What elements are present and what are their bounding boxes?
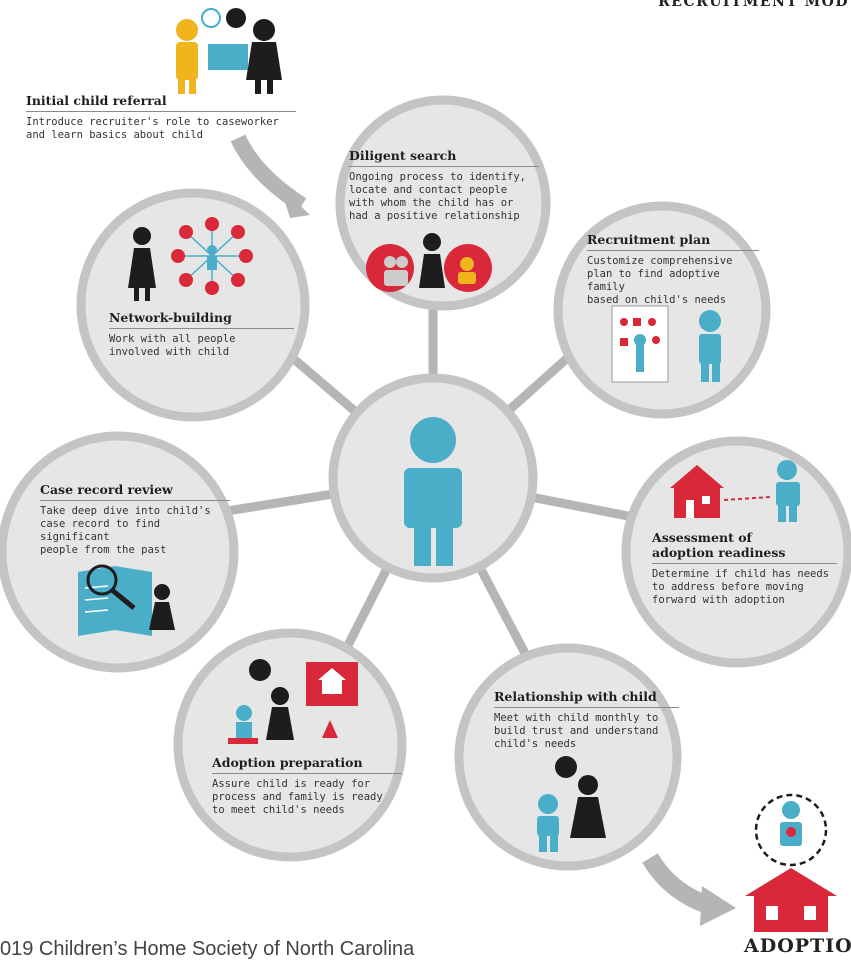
diligent-desc-line-4: had a positive relationship: [349, 210, 520, 222]
referral-figures-icon: [176, 8, 282, 94]
recruitment-plan-block: Recruitment plan Customize comprehensive…: [587, 232, 759, 307]
recruit-desc-line-1: Customize comprehensive: [587, 255, 733, 267]
relation-desc-line-3: child's needs: [494, 738, 577, 750]
circle-network-building: [76, 188, 310, 422]
assessment-house-icon: [670, 460, 800, 522]
adoption-icon: [745, 793, 837, 932]
assessment-title: Assessment of adoption readiness: [652, 530, 837, 564]
case-desc-line-1: Take deep dive into child's: [40, 505, 211, 517]
adoption-preparation-icon: [228, 659, 358, 744]
adoption-arrow: [642, 853, 712, 914]
prep-desc-line-1: Assure child is ready for: [212, 778, 371, 790]
diligent-search-block: Diligent search Ongoing process to ident…: [349, 148, 539, 223]
referral-desc-line-1: Introduce recruiter's role to caseworker: [26, 116, 279, 128]
center-child-icon: [404, 417, 462, 566]
assessment-title-line-1: Assessment of: [652, 530, 752, 545]
case-desc-line-2: case record to find significant: [40, 518, 161, 543]
case-desc-line-3: people from the past: [40, 544, 167, 556]
relationship-icon: [537, 756, 606, 852]
recruitment-plan-title: Recruitment plan: [587, 232, 759, 251]
relationship-title: Relationship with child: [494, 689, 679, 708]
diligent-desc-line-2: locate and contact people: [349, 184, 508, 196]
recruitment-plan-icon: [611, 305, 721, 383]
case-record-block: Case record review Take deep dive into c…: [40, 482, 230, 557]
prep-desc-line-3: to meet child's needs: [212, 804, 345, 816]
assess-desc-line-1: Determine if child has needs: [652, 568, 830, 580]
assess-desc-line-2: to address before moving: [652, 581, 804, 593]
case-record-icon: [78, 564, 175, 636]
recruit-desc-line-3: based on child's needs: [587, 294, 727, 306]
adoption-preparation-block: Adoption preparation Assure child is rea…: [212, 755, 402, 817]
assessment-title-line-2: adoption readiness: [652, 545, 786, 560]
assess-desc-line-3: forward with adoption: [652, 594, 785, 606]
diligent-search-icon: [366, 233, 492, 292]
diligent-search-title: Diligent search: [349, 148, 539, 167]
circle-case-record-review: [0, 431, 239, 673]
network-building-title: Network-building: [109, 310, 294, 329]
prep-desc-line-2: process and family is ready: [212, 791, 383, 803]
referral-title: Initial child referral: [26, 93, 296, 112]
relation-desc-line-2: build trust and understand: [494, 725, 659, 737]
diligent-desc-line-3: with whom the child has or: [349, 197, 514, 209]
referral-arrow: [230, 134, 307, 212]
case-record-title: Case record review: [40, 482, 230, 501]
circle-adoption-preparation: [173, 628, 407, 862]
network-desc-line-1: Work with all people: [109, 333, 236, 345]
page-header: RECRUITMENT MOD: [658, 0, 849, 10]
network-desc-line-2: involved with child: [109, 346, 230, 358]
assessment-block: Assessment of adoption readiness Determi…: [652, 530, 837, 607]
network-building-block: Network-building Work with all people in…: [109, 310, 294, 359]
adoption-preparation-title: Adoption preparation: [212, 755, 402, 774]
recruit-desc-line-2: plan to find adoptive family: [587, 268, 720, 293]
relationship-block: Relationship with child Meet with child …: [494, 689, 679, 751]
referral-block: Initial child referral Introduce recruit…: [26, 93, 296, 142]
network-building-icon: [128, 217, 253, 301]
footer-copyright: 019 Children’s Home Society of North Car…: [0, 938, 415, 960]
diligent-desc-line-1: Ongoing process to identify,: [349, 171, 527, 183]
relation-desc-line-1: Meet with child monthly to: [494, 712, 659, 724]
adoption-label: ADOPTION: [744, 935, 851, 957]
referral-desc-line-2: and learn basics about child: [26, 129, 204, 141]
